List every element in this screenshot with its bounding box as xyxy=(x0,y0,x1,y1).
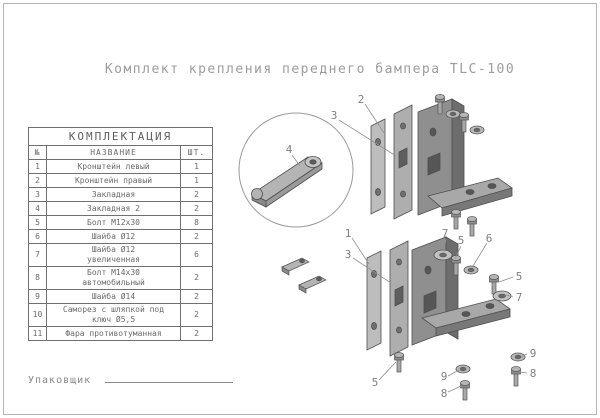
part-num: 4 xyxy=(28,201,47,216)
part-qty: 6 xyxy=(179,243,214,267)
callout-5b: 5 xyxy=(516,270,523,283)
callout-8: 8 xyxy=(530,367,537,380)
part-num: 8 xyxy=(28,266,47,290)
callout-8b: 8 xyxy=(441,387,448,400)
part-qty: 2 xyxy=(179,266,214,290)
part-num: 10 xyxy=(28,303,47,327)
part-qty: 8 xyxy=(179,215,214,230)
callout-7: 7 xyxy=(442,227,449,240)
callout-3b: 3 xyxy=(345,248,352,261)
part4-strap-detail xyxy=(251,156,323,208)
part-name: Фара противотуманная xyxy=(46,326,181,341)
part-name: Шайба Ø14 xyxy=(46,289,181,304)
part-name: Закладная 2 xyxy=(46,201,181,216)
part-name: Шайба Ø12 увеличенная xyxy=(46,243,181,267)
part-qty: 2 xyxy=(179,201,214,216)
backing-plate-c xyxy=(366,250,382,351)
callout-1: 1 xyxy=(345,227,352,240)
page-title: Комплект крепления переднего бампера TLC… xyxy=(104,62,516,77)
backing-plate-d xyxy=(389,240,409,357)
part-num: 3 xyxy=(28,187,47,202)
callout-3: 3 xyxy=(331,109,338,122)
callout-9: 9 xyxy=(530,347,537,360)
bracket-body-top xyxy=(417,98,513,217)
part-qty: 1 xyxy=(179,173,214,188)
part-num: 7 xyxy=(28,243,47,267)
part-num: 2 xyxy=(28,173,47,188)
part-name: Кронштейн левый xyxy=(46,159,181,174)
callout-5: 5 xyxy=(458,234,465,247)
callout-6: 6 xyxy=(486,232,493,245)
part-qty: 2 xyxy=(179,303,214,327)
part-name: Саморез с шляпкой под ключ Ø5,5 xyxy=(46,303,181,327)
part-num: 5 xyxy=(28,215,47,230)
part-qty: 1 xyxy=(179,159,214,174)
col-header-num: № xyxy=(28,145,47,160)
callout-7b: 7 xyxy=(516,291,523,304)
part-qty: 2 xyxy=(179,229,214,244)
part-num: 11 xyxy=(28,326,47,341)
bracket-left-assembly xyxy=(366,236,526,401)
callout-5c: 5 xyxy=(372,376,379,389)
packer-block: Упаковщик xyxy=(28,372,234,386)
col-header-qty: ШТ. xyxy=(179,145,214,160)
callout-9b: 9 xyxy=(441,370,448,383)
part-qty: 2 xyxy=(179,289,214,304)
callout-4: 4 xyxy=(286,143,293,156)
part-qty: 2 xyxy=(179,187,214,202)
col-header-name: НАЗВАНИЕ xyxy=(46,145,181,160)
part-name: Закладная xyxy=(46,187,181,202)
part-name: Болт М12х30 xyxy=(46,215,181,230)
part-num: 1 xyxy=(28,159,47,174)
backing-plate-b xyxy=(393,104,413,220)
detail-view-circle xyxy=(238,112,354,228)
table-title: КОМПЛЕКТАЦИЯ xyxy=(27,127,214,146)
part-name: Кронштейн правый xyxy=(46,173,181,188)
packer-label: Упаковщик xyxy=(28,375,92,386)
part-name: Шайба Ø12 xyxy=(46,229,181,244)
part-num: 6 xyxy=(28,229,47,244)
bracket-right-assembly xyxy=(370,94,513,237)
backing-plate-a xyxy=(370,118,386,215)
signature-line xyxy=(105,372,234,383)
part-name: Болт М14х30 автомобильный xyxy=(46,266,181,290)
part-num: 9 xyxy=(28,289,47,304)
zakladnaya2-parts xyxy=(281,257,327,294)
part-qty: 2 xyxy=(179,326,214,341)
callout-labels: 2 3 4 1 3 7 5 6 5 7 9 8 9 8 5 xyxy=(286,93,537,400)
callout-leaders xyxy=(291,103,528,393)
callout-2: 2 xyxy=(358,93,365,106)
